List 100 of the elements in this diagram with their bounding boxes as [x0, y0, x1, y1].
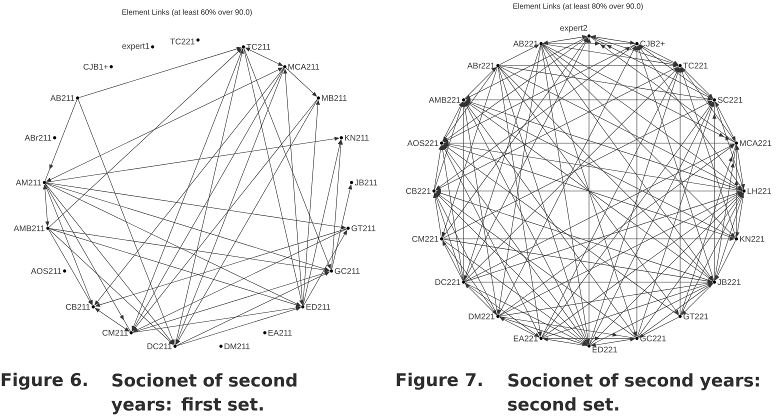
- node-label: CB221: [406, 188, 431, 194]
- figure-number: Figure 6.: [2, 372, 87, 390]
- network-node: GT221: [678, 313, 708, 320]
- network-node: MCA211: [283, 64, 320, 70]
- network-node: AOS211: [30, 268, 66, 274]
- network-node: CM221: [412, 236, 444, 242]
- node-label: DM221: [468, 314, 494, 320]
- network-node: DM211: [219, 343, 250, 350]
- network-node: DC211: [148, 343, 177, 350]
- network-node: AM211: [16, 180, 46, 186]
- network-node: LH221: [742, 188, 772, 194]
- arrow: [680, 144, 736, 315]
- arrow: [302, 140, 342, 306]
- network-node: AOS221: [407, 140, 444, 146]
- network-node: KN211: [340, 134, 369, 141]
- node-label: CM211: [102, 330, 128, 336]
- arrow: [590, 36, 714, 100]
- arrow: [44, 99, 78, 182]
- arrow: [715, 102, 736, 142]
- network-node: TC221: [678, 62, 708, 69]
- arrow: [132, 306, 301, 333]
- node-label: ED211: [306, 304, 330, 310]
- network-node: DM221: [468, 314, 500, 320]
- node-label: GC221: [640, 335, 666, 342]
- arrow: [464, 282, 588, 346]
- network-node: MB211: [316, 95, 347, 101]
- arrow: [45, 184, 131, 332]
- arrow: [95, 228, 347, 307]
- arrow: [499, 192, 742, 316]
- node-label: DC211: [148, 343, 172, 350]
- network-node: CM211: [102, 330, 133, 336]
- network-node: GC221: [635, 335, 666, 342]
- caption-text: Socionet of second years: second set.: [508, 373, 759, 411]
- network-node: expert2: [560, 25, 591, 38]
- arrow: [434, 192, 498, 316]
- node-label: AB221: [513, 40, 538, 46]
- node-label: JB221: [718, 279, 741, 286]
- node-label: CJB2+: [640, 40, 665, 47]
- caption-text: Socionet of second years: first set.: [111, 373, 296, 414]
- node-label: ABr211: [24, 134, 52, 141]
- node-label: KN211: [345, 134, 369, 141]
- arrow: [590, 102, 714, 345]
- node-label: EA211: [268, 330, 292, 336]
- node-label: ABr221: [467, 62, 494, 68]
- node-label: DC221: [435, 279, 460, 286]
- node-label: TC221: [683, 62, 708, 69]
- node-label: GC211: [334, 268, 360, 274]
- node-label: CM221: [412, 236, 438, 242]
- node-label: GT211: [352, 225, 376, 232]
- node-label: MB211: [322, 95, 347, 101]
- node-label: AB211: [50, 95, 74, 101]
- network-node: ABr211: [24, 134, 56, 141]
- node-label: JB211: [354, 180, 378, 186]
- arrow: [715, 240, 736, 280]
- network-node: KN221: [734, 236, 764, 242]
- arrow: [680, 192, 744, 316]
- arrow: [499, 316, 636, 338]
- arrow: [499, 44, 540, 66]
- network-node: ABr221: [467, 62, 500, 68]
- arrow: [442, 240, 497, 315]
- network-node: AB211: [50, 95, 80, 101]
- arrow: [638, 283, 713, 338]
- network-node: MCA221: [734, 140, 772, 146]
- node-label: expert2: [560, 25, 588, 33]
- node-label: SC221: [718, 96, 742, 103]
- node-label: TC211: [246, 44, 270, 50]
- network-node: GT211: [346, 225, 376, 232]
- network-node: AMB221: [428, 97, 466, 103]
- node-label: expert1: [122, 43, 150, 51]
- network-node: CB211: [66, 304, 95, 310]
- network-node: CJB2+: [635, 40, 665, 47]
- arrow: [681, 67, 736, 142]
- node-label: LH221: [748, 188, 772, 194]
- network-node: GC211: [330, 268, 360, 274]
- arrow: [464, 102, 588, 345]
- node-label: AM211: [16, 180, 42, 186]
- node-label: EA221: [514, 336, 538, 342]
- node-label: KN221: [740, 236, 764, 242]
- network-node: expert1: [122, 43, 154, 51]
- arrow: [443, 144, 679, 316]
- arrow: [45, 184, 174, 345]
- network-node: CB221: [406, 188, 436, 194]
- arrow: [590, 36, 679, 66]
- arrow: [499, 144, 735, 316]
- network-node: DC221: [435, 279, 466, 286]
- arrow: [542, 336, 636, 340]
- node-label: GT221: [684, 313, 708, 320]
- network-node: ED211: [301, 304, 330, 310]
- node-label: CB211: [66, 304, 90, 310]
- network-node: TC221: [170, 38, 200, 44]
- figure-number: Figure 7.: [396, 372, 482, 390]
- network-node: JB221: [712, 279, 741, 286]
- node-label: CJB1+: [84, 64, 108, 70]
- network-node: JB211: [350, 180, 378, 186]
- network-node: EA211: [263, 330, 292, 336]
- arrow: [714, 101, 744, 190]
- node-label: ED221: [592, 346, 617, 352]
- node-label: TC221: [170, 38, 195, 44]
- network-node: TC211: [242, 44, 270, 50]
- arrow: [442, 144, 588, 345]
